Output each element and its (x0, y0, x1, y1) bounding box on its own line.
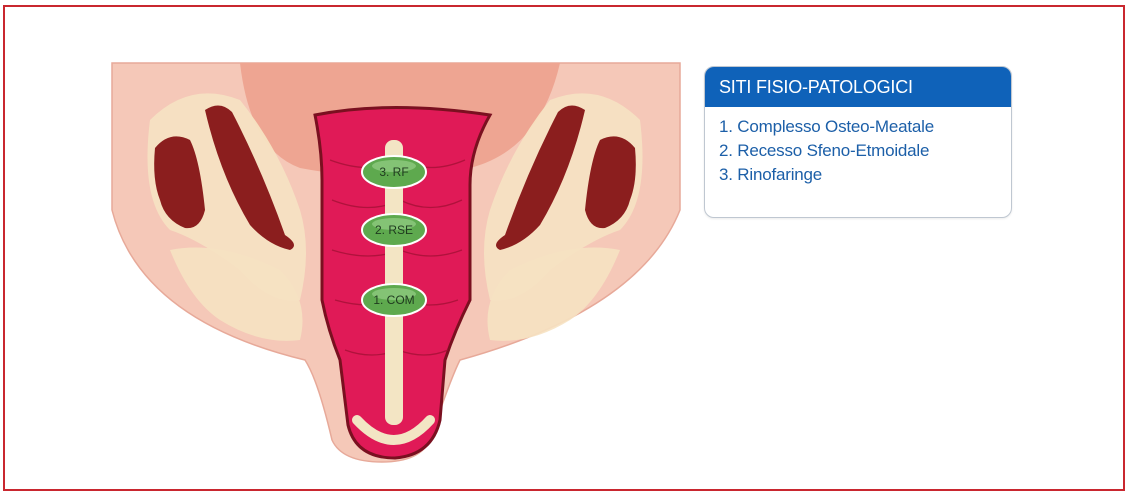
legend-title: SITI FISIO-PATOLOGICI (705, 67, 1011, 107)
site-label-com: 1. COM (373, 293, 414, 307)
legend-list: 1. Complesso Osteo-Meatale 2. Recesso Sf… (705, 107, 1011, 187)
site-marker-rf: 3. RF (362, 156, 426, 188)
legend-item-rf: 3. Rinofaringe (719, 163, 1011, 187)
site-label-rse: 2. RSE (375, 223, 413, 237)
site-label-rf: 3. RF (379, 165, 408, 179)
legend-item-com: 1. Complesso Osteo-Meatale (719, 115, 1011, 139)
site-marker-com: 1. COM (362, 284, 426, 316)
site-marker-rse: 2. RSE (362, 214, 426, 246)
legend-box: SITI FISIO-PATOLOGICI 1. Complesso Osteo… (704, 66, 1012, 218)
legend-item-rse: 2. Recesso Sfeno-Etmoidale (719, 139, 1011, 163)
